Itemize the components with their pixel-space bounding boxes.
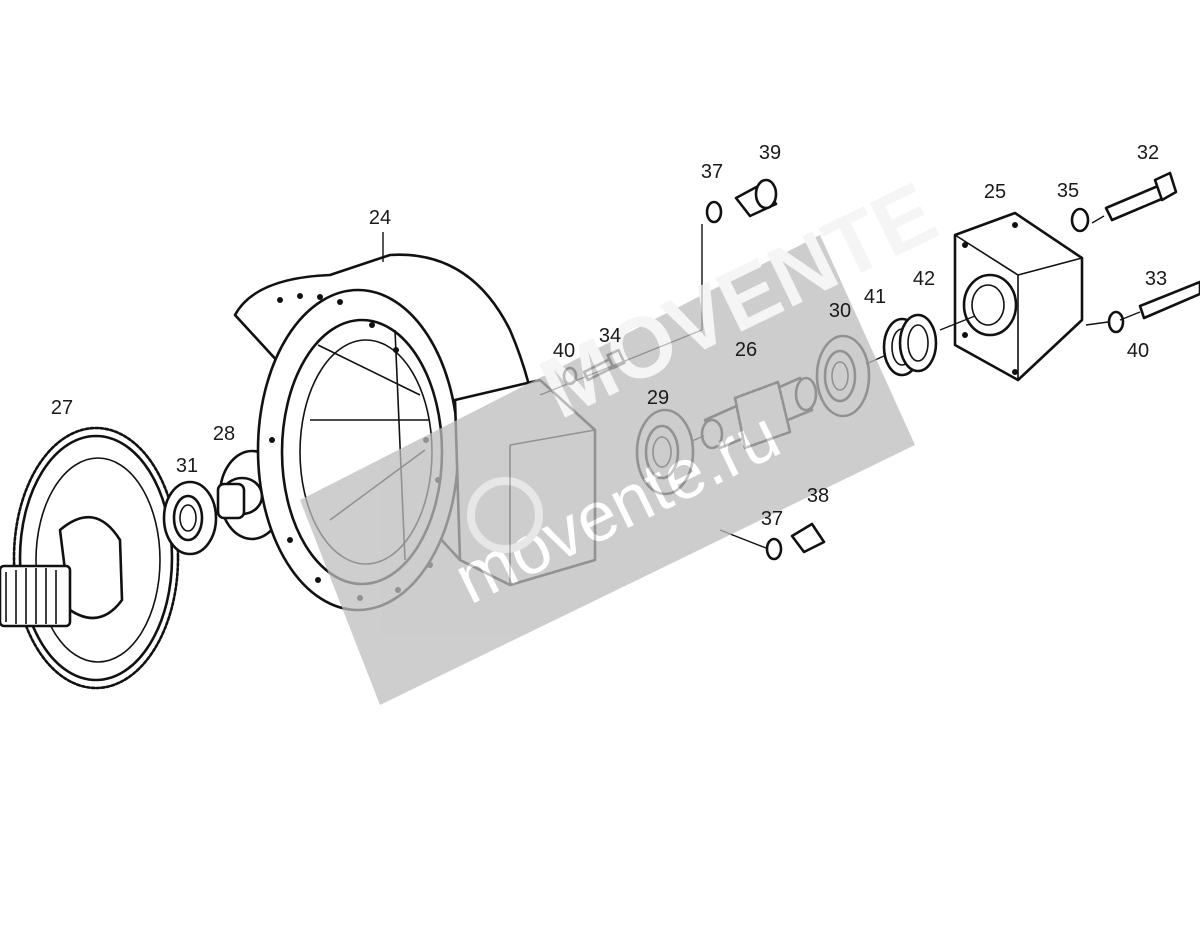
label-30: 30: [829, 300, 851, 322]
label-26: 26: [735, 339, 757, 361]
watermark-logo-icon: [467, 477, 543, 553]
label-37-bottom: 37: [761, 508, 783, 530]
part-40-washer-right: [1107, 310, 1125, 334]
label-33: 33: [1145, 268, 1167, 290]
part-labels: 24 25 26 27 28 29 30 31 32 33 34 35 37 3…: [51, 142, 1167, 530]
label-40-left: 40: [553, 340, 575, 362]
label-35: 35: [1057, 180, 1079, 202]
watermark-band: [300, 235, 915, 705]
part-33-stud: [1138, 280, 1200, 320]
part-38-plug: [790, 522, 826, 554]
label-27: 27: [51, 397, 73, 419]
part-42-seal: [898, 313, 938, 373]
label-29: 29: [647, 387, 669, 409]
label-28: 28: [213, 423, 235, 445]
label-41: 41: [864, 286, 886, 308]
label-34: 34: [599, 325, 621, 347]
part-35-washer: [1070, 207, 1090, 233]
label-24: 24: [369, 207, 391, 229]
label-42: 42: [913, 268, 935, 290]
part-37-washer-top: [705, 200, 723, 224]
label-31: 31: [176, 455, 198, 477]
part-27-large-gear: [0, 426, 180, 690]
label-40-right: 40: [1127, 340, 1149, 362]
part-39-plug: [734, 178, 778, 218]
part-31-bearing: [162, 480, 218, 556]
label-32: 32: [1137, 142, 1159, 164]
label-37-top: 37: [701, 161, 723, 183]
label-25: 25: [984, 181, 1006, 203]
part-25-cover: [953, 211, 1084, 382]
part-37-washer-bottom: [765, 537, 783, 561]
label-38: 38: [807, 485, 829, 507]
part-32-bolt: [1104, 171, 1178, 222]
label-39: 39: [759, 142, 781, 164]
